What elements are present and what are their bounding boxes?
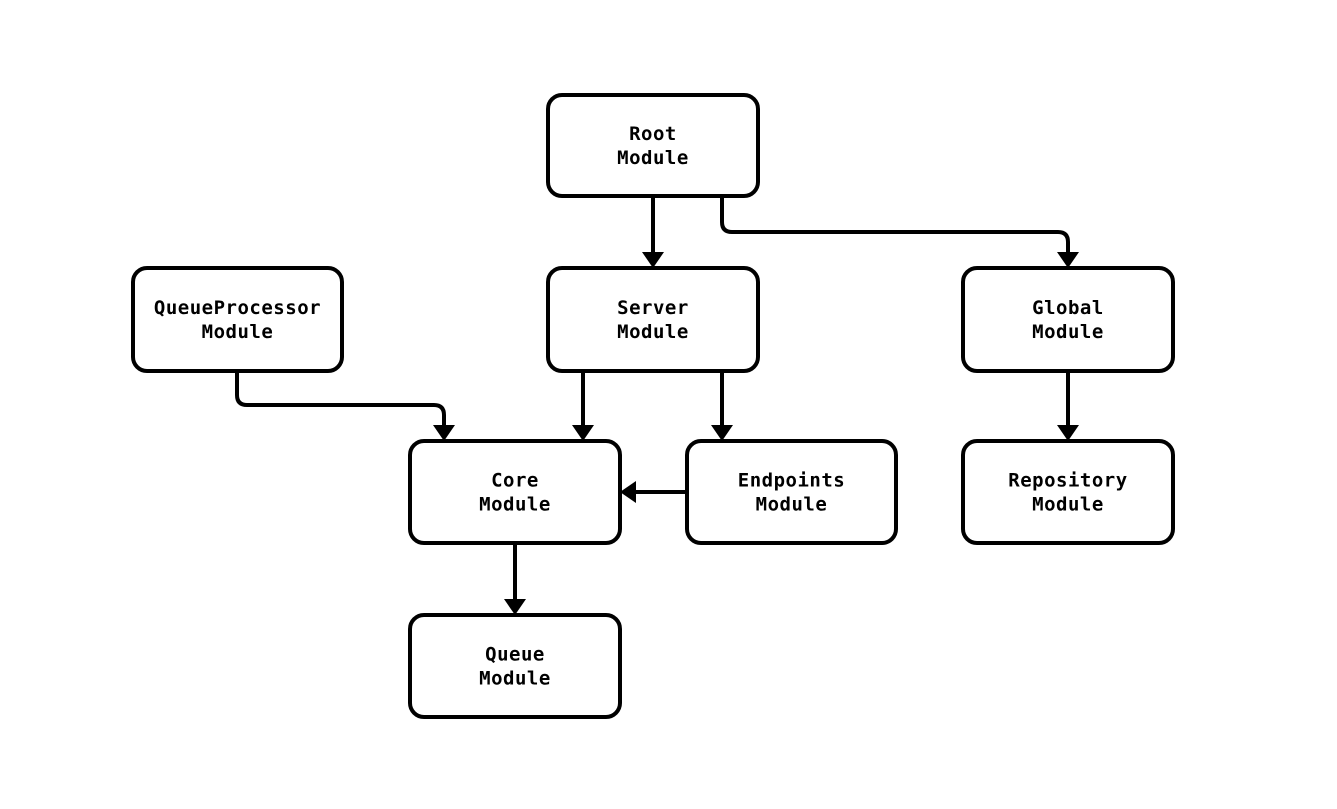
node-box[interactable] <box>408 439 622 545</box>
node-label-line2: Module <box>479 668 551 690</box>
node-label-line2: Module <box>1032 321 1104 343</box>
arrowhead-icon <box>433 425 455 441</box>
edge-root-to-global <box>720 196 1079 268</box>
arrowhead-icon <box>711 425 733 441</box>
node-label-line1: Core <box>491 470 539 492</box>
node-box[interactable] <box>961 266 1175 373</box>
node-box[interactable] <box>546 266 760 373</box>
arrowhead-icon <box>1057 252 1079 268</box>
edges-layer <box>235 196 1079 615</box>
edge-queueprocessor-to-core <box>235 371 455 441</box>
arrowhead-icon <box>1057 425 1079 441</box>
node-box[interactable] <box>131 266 344 373</box>
edge-root-to-server <box>642 196 664 268</box>
arrowhead-icon <box>642 252 664 268</box>
node-label-line2: Module <box>1032 494 1104 516</box>
node-label-line1: Queue <box>485 644 545 666</box>
nodes-layer: RootModuleQueueProcessorModuleServerModu… <box>131 93 1175 719</box>
node-label-line1: Repository <box>1008 470 1127 492</box>
node-label-line1: Endpoints <box>738 470 845 492</box>
node-label-line2: Module <box>202 321 274 343</box>
node-label-line1: QueueProcessor <box>154 297 321 319</box>
edge-server-to-endpoints <box>711 371 733 441</box>
edge-server-to-core <box>572 371 594 441</box>
arrowhead-icon <box>572 425 594 441</box>
node-label-line1: Global <box>1032 297 1104 319</box>
arrowhead-icon <box>620 481 636 503</box>
edge-line <box>720 196 1070 252</box>
node-box[interactable] <box>408 613 622 719</box>
node-box[interactable] <box>961 439 1175 545</box>
edge-line <box>235 371 446 425</box>
arrowhead-icon <box>504 599 526 615</box>
node-label-line1: Server <box>617 297 689 319</box>
node-label-line2: Module <box>479 494 551 516</box>
edge-global-to-repository <box>1057 371 1079 441</box>
node-box[interactable] <box>685 439 898 545</box>
node-label-line2: Module <box>617 321 689 343</box>
node-box[interactable] <box>546 93 760 198</box>
node-label-line1: Root <box>629 123 677 145</box>
edge-core-to-queue <box>504 543 526 615</box>
node-label-line2: Module <box>756 494 828 516</box>
edge-endpoints-to-core <box>620 481 687 503</box>
node-label-line2: Module <box>617 147 689 169</box>
